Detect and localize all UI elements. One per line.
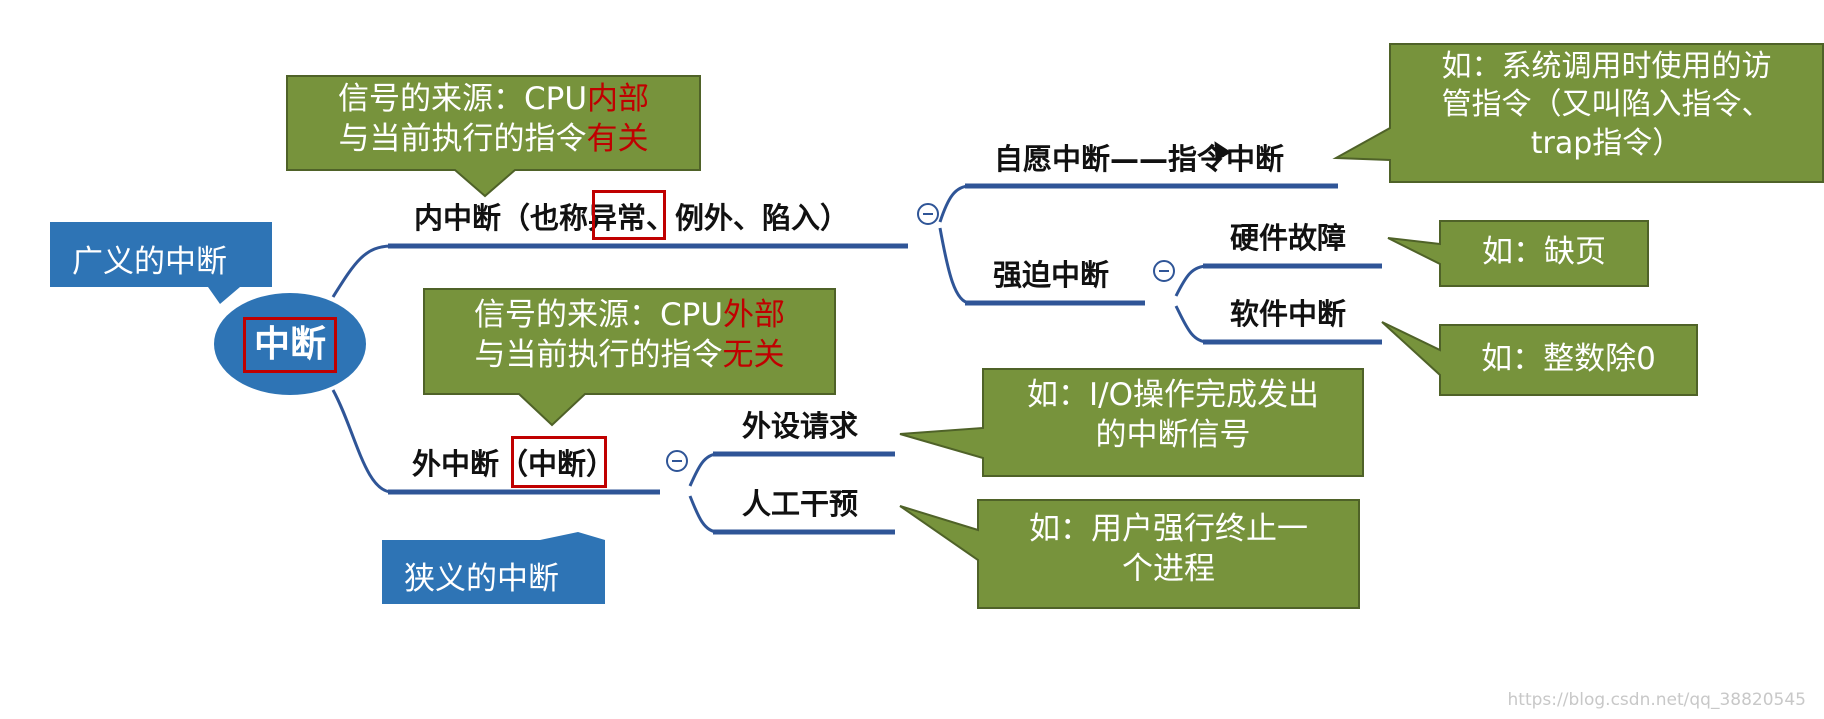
connector-external-manual [688,495,719,534]
voluntary-example-line1: 如：系统调用时使用的访 [1441,49,1772,84]
callout-internal-source-text: 信号的来源：CPU内部 与当前执行的指令有关 [287,80,700,159]
internal-source-highlight2: 有关 [586,120,649,157]
callout-narrow [382,532,605,604]
callout-voluntary-example [1332,43,1824,183]
external-source-line1: 信号的来源：CPU [473,297,724,333]
connector-root-external [331,389,393,494]
internal-source-line2: 与当前执行的指令 [338,120,587,157]
callout-device-example-text: 如：I/O操作完成发出 的中断信号 [983,376,1363,455]
node-software-label[interactable]: 软件中断 [1230,297,1347,331]
voluntary-example-line2: 管指令（又叫陷入指令、 [1441,87,1772,123]
callout-software-example [1381,321,1698,396]
watermark-text: https://blog.csdn.net/qq_38820545 [1507,690,1806,710]
external-source-highlight1: 外部 [723,297,786,333]
connector-internal-forced [938,227,971,305]
device-example-line2: 的中断信号 [1095,416,1251,453]
callout-manual-example [899,499,1360,609]
callout-external-source [423,288,836,427]
node-hardware-label[interactable]: 硬件故障 [1230,221,1347,255]
manual-example-line1: 如：用户强行终止一 [1029,511,1308,547]
callout-manual-example-text: 如：用户强行终止一 个进程 [978,510,1359,589]
collapse-icon-forced[interactable] [1153,260,1175,282]
callout-internal-source [286,75,701,198]
connector-forced-software [1174,305,1209,344]
root-node-label[interactable]: 中断 [243,317,337,373]
collapse-icon-external[interactable] [666,450,688,472]
highlight-box-interrupt [511,436,607,488]
node-manual-label[interactable]: 人工干预 [742,487,859,521]
collapse-icon-internal[interactable] [917,203,939,225]
hardware-example: 如：缺页 [1482,234,1606,270]
connector-internal-voluntary [938,184,971,223]
external-source-line2: 与当前执行的指令 [474,336,723,373]
node-device-label[interactable]: 外设请求 [742,409,859,443]
internal-source-line1: 信号的来源：CPU [337,81,588,117]
external-source-highlight2: 无关 [722,336,785,373]
connector-root-internal [331,244,393,298]
node-voluntary-label[interactable]: 自愿中断——指令中断 [994,142,1285,176]
broad-interrupt-note: 广义的中断 [72,244,227,280]
highlight-box-exception [592,190,666,240]
manual-example-line2: 个进程 [1122,550,1215,587]
callout-broad [50,222,272,304]
callout-voluntary-example-text: 如：系统调用时使用的访 管指令（又叫陷入指令、 trap指令） [1390,48,1823,163]
device-example-line1: 如：I/O操作完成发出 [1027,377,1319,413]
connector-forced-hardware [1174,264,1209,297]
voluntary-example-line3: trap指令） [1530,125,1683,161]
callout-software-example-text: 如：整数除0 [1440,340,1697,380]
connector-external-device [688,452,719,487]
callout-device-example [899,368,1364,477]
internal-source-highlight1: 内部 [587,81,650,117]
software-example: 如：整数除0 [1481,341,1656,377]
branch-internal-label[interactable]: 内中断（也称异常、例外、陷入） [414,201,850,235]
callout-hardware-example-text: 如：缺页 [1440,233,1648,273]
node-forced-label[interactable]: 强迫中断 [993,258,1110,292]
callout-external-source-text: 信号的来源：CPU外部 与当前执行的指令无关 [424,296,835,375]
narrow-interrupt-note: 狭义的中断 [404,561,559,597]
callout-hardware-example [1387,220,1649,287]
